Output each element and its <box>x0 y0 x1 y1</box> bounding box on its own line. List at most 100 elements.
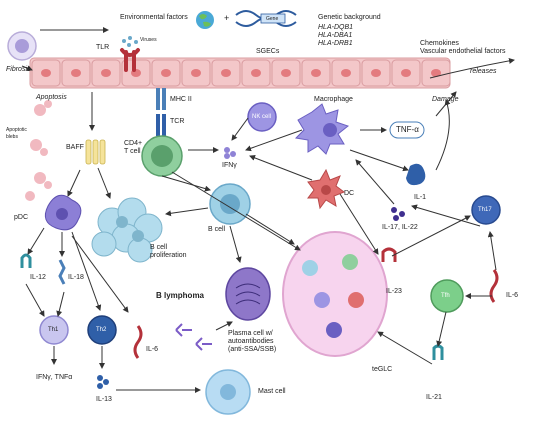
tfh-label: Tfh <box>441 293 450 299</box>
cd4-t-cell <box>141 135 183 177</box>
pdc-cell <box>44 194 82 231</box>
epithelial-nucleus <box>221 69 231 77</box>
th2-cell <box>87 315 117 345</box>
pdc-label: pDC <box>14 214 29 221</box>
plasma-label-2: autoantibodies <box>228 338 274 345</box>
apoptotic-blebs-label-2: blebs <box>6 134 18 140</box>
epithelial-nucleus <box>311 69 321 77</box>
b-prolif-label-1: B cell <box>150 244 168 251</box>
apoptotic-blebs <box>25 100 52 201</box>
nk-cell <box>247 102 277 132</box>
macrophage-label: Macrophage <box>314 96 353 103</box>
ifng-molecules <box>224 147 236 159</box>
tnfa-label: TNF-α <box>396 125 419 134</box>
ifng-tnfa-label: IFNγ, TNFα <box>36 374 73 381</box>
epithelial-nucleus <box>401 69 411 77</box>
plasma-label-1: Plasma cell w/ <box>228 330 273 337</box>
macrophage <box>294 103 350 155</box>
genetic-background-label: Genetic background <box>318 14 381 21</box>
il12-label: IL-12 <box>30 274 46 281</box>
gene-hla-dba1: HLA-DBA1 <box>318 32 353 39</box>
damage-label: Damage <box>432 96 459 103</box>
globe-icon <box>196 11 214 29</box>
b-cell-label: B cell <box>208 226 226 233</box>
il6-mid-label: IL-6 <box>146 346 159 353</box>
il13-molecules <box>97 375 109 389</box>
dna-icon <box>235 10 297 27</box>
apoptosis-label: Apoptosis <box>36 94 67 101</box>
autoantibodies <box>175 323 212 351</box>
b-prolif-label-2: proliferation <box>150 252 187 259</box>
pathway-arrows <box>21 27 515 393</box>
cd4-label-1: CD4+ <box>124 140 143 147</box>
gene-hla-drb1: HLA-DRB1 <box>318 40 353 47</box>
cd4-label-2: T cell <box>124 148 141 155</box>
fibrosis-label: Fibrosis <box>6 66 31 73</box>
il6-right-label: IL-6 <box>506 292 519 299</box>
il18-receptor <box>58 259 66 285</box>
plasma-cell <box>225 267 271 321</box>
gene-box-label: Gene <box>266 16 279 22</box>
tlr-label: TLR <box>96 44 110 51</box>
mhc-ii-label: MHC II <box>170 96 192 103</box>
ifng-label: IFNγ <box>222 162 237 169</box>
epithelial-nucleus <box>41 69 51 77</box>
il17-il22-molecules <box>391 207 405 221</box>
th1-cell <box>39 315 69 345</box>
il18-label: IL-18 <box>68 274 84 281</box>
th1-label: Th1 <box>48 327 59 333</box>
viruses-icon <box>122 36 138 47</box>
plus-sign: + <box>224 13 230 23</box>
top-left-cell <box>7 31 37 61</box>
epithelial-nucleus <box>101 69 111 77</box>
il1-blob <box>406 163 426 186</box>
th2-label: Th2 <box>96 327 107 333</box>
il23-receptor <box>381 247 397 262</box>
epithelial-nucleus <box>71 69 81 77</box>
baff-label: BAFF <box>66 144 84 151</box>
epithelial-nucleus <box>191 69 201 77</box>
baff-receptor <box>85 139 106 165</box>
epithelial-nucleus <box>161 69 171 77</box>
sgecs-label: SGECs <box>256 48 280 55</box>
tlr-receptor <box>120 48 140 72</box>
tcr-label: TCR <box>170 118 185 125</box>
mhc-ii-receptor <box>156 88 166 110</box>
apoptotic-blebs-label-1: Apoptotic <box>6 127 27 133</box>
viruses-label: Viruses <box>140 37 157 43</box>
b-cell-proliferation-cluster <box>91 197 163 263</box>
il21-receptor <box>432 344 444 360</box>
il6-mid-receptor <box>133 325 143 359</box>
tcr-receptor <box>156 114 166 136</box>
epithelial-nucleus <box>371 69 381 77</box>
epithelial-nucleus <box>341 69 351 77</box>
mast-cell <box>205 369 251 415</box>
dc-label: DC <box>344 190 355 197</box>
th17-cell <box>471 195 501 225</box>
dendritic-cell <box>307 168 346 210</box>
il6-right-receptor <box>489 269 499 303</box>
sgec-epithelium <box>29 57 451 89</box>
epithelial-nucleus <box>251 69 261 77</box>
th17-label: Th17 <box>478 207 492 213</box>
mast-cell-label: Mast cell <box>258 388 286 395</box>
il21-label: IL-21 <box>426 394 442 401</box>
il1-label: IL-1 <box>414 194 427 201</box>
il13-label: IL-13 <box>96 396 112 403</box>
plasma-label-3: (anti-SSA/SSB) <box>228 346 277 353</box>
il17-il22-label: IL-17, IL-22 <box>382 224 418 231</box>
epithelial-nucleus <box>431 69 441 77</box>
il23-label: IL-23 <box>386 288 402 295</box>
vascular-label: Vascular endothelial factors <box>420 48 506 55</box>
releases-label: releases <box>470 68 497 75</box>
teglc-label: teGLC <box>372 366 393 373</box>
chemokines-label: Chemokines <box>420 40 459 47</box>
il12-receptor <box>20 253 32 268</box>
gene-hla-dqb1: HLA-DQB1 <box>318 24 354 31</box>
teglc-structure <box>282 231 388 357</box>
tnfa-box <box>389 121 425 139</box>
epithelial-nucleus <box>281 69 291 77</box>
environmental-factors-label: Environmental factors <box>120 14 188 21</box>
